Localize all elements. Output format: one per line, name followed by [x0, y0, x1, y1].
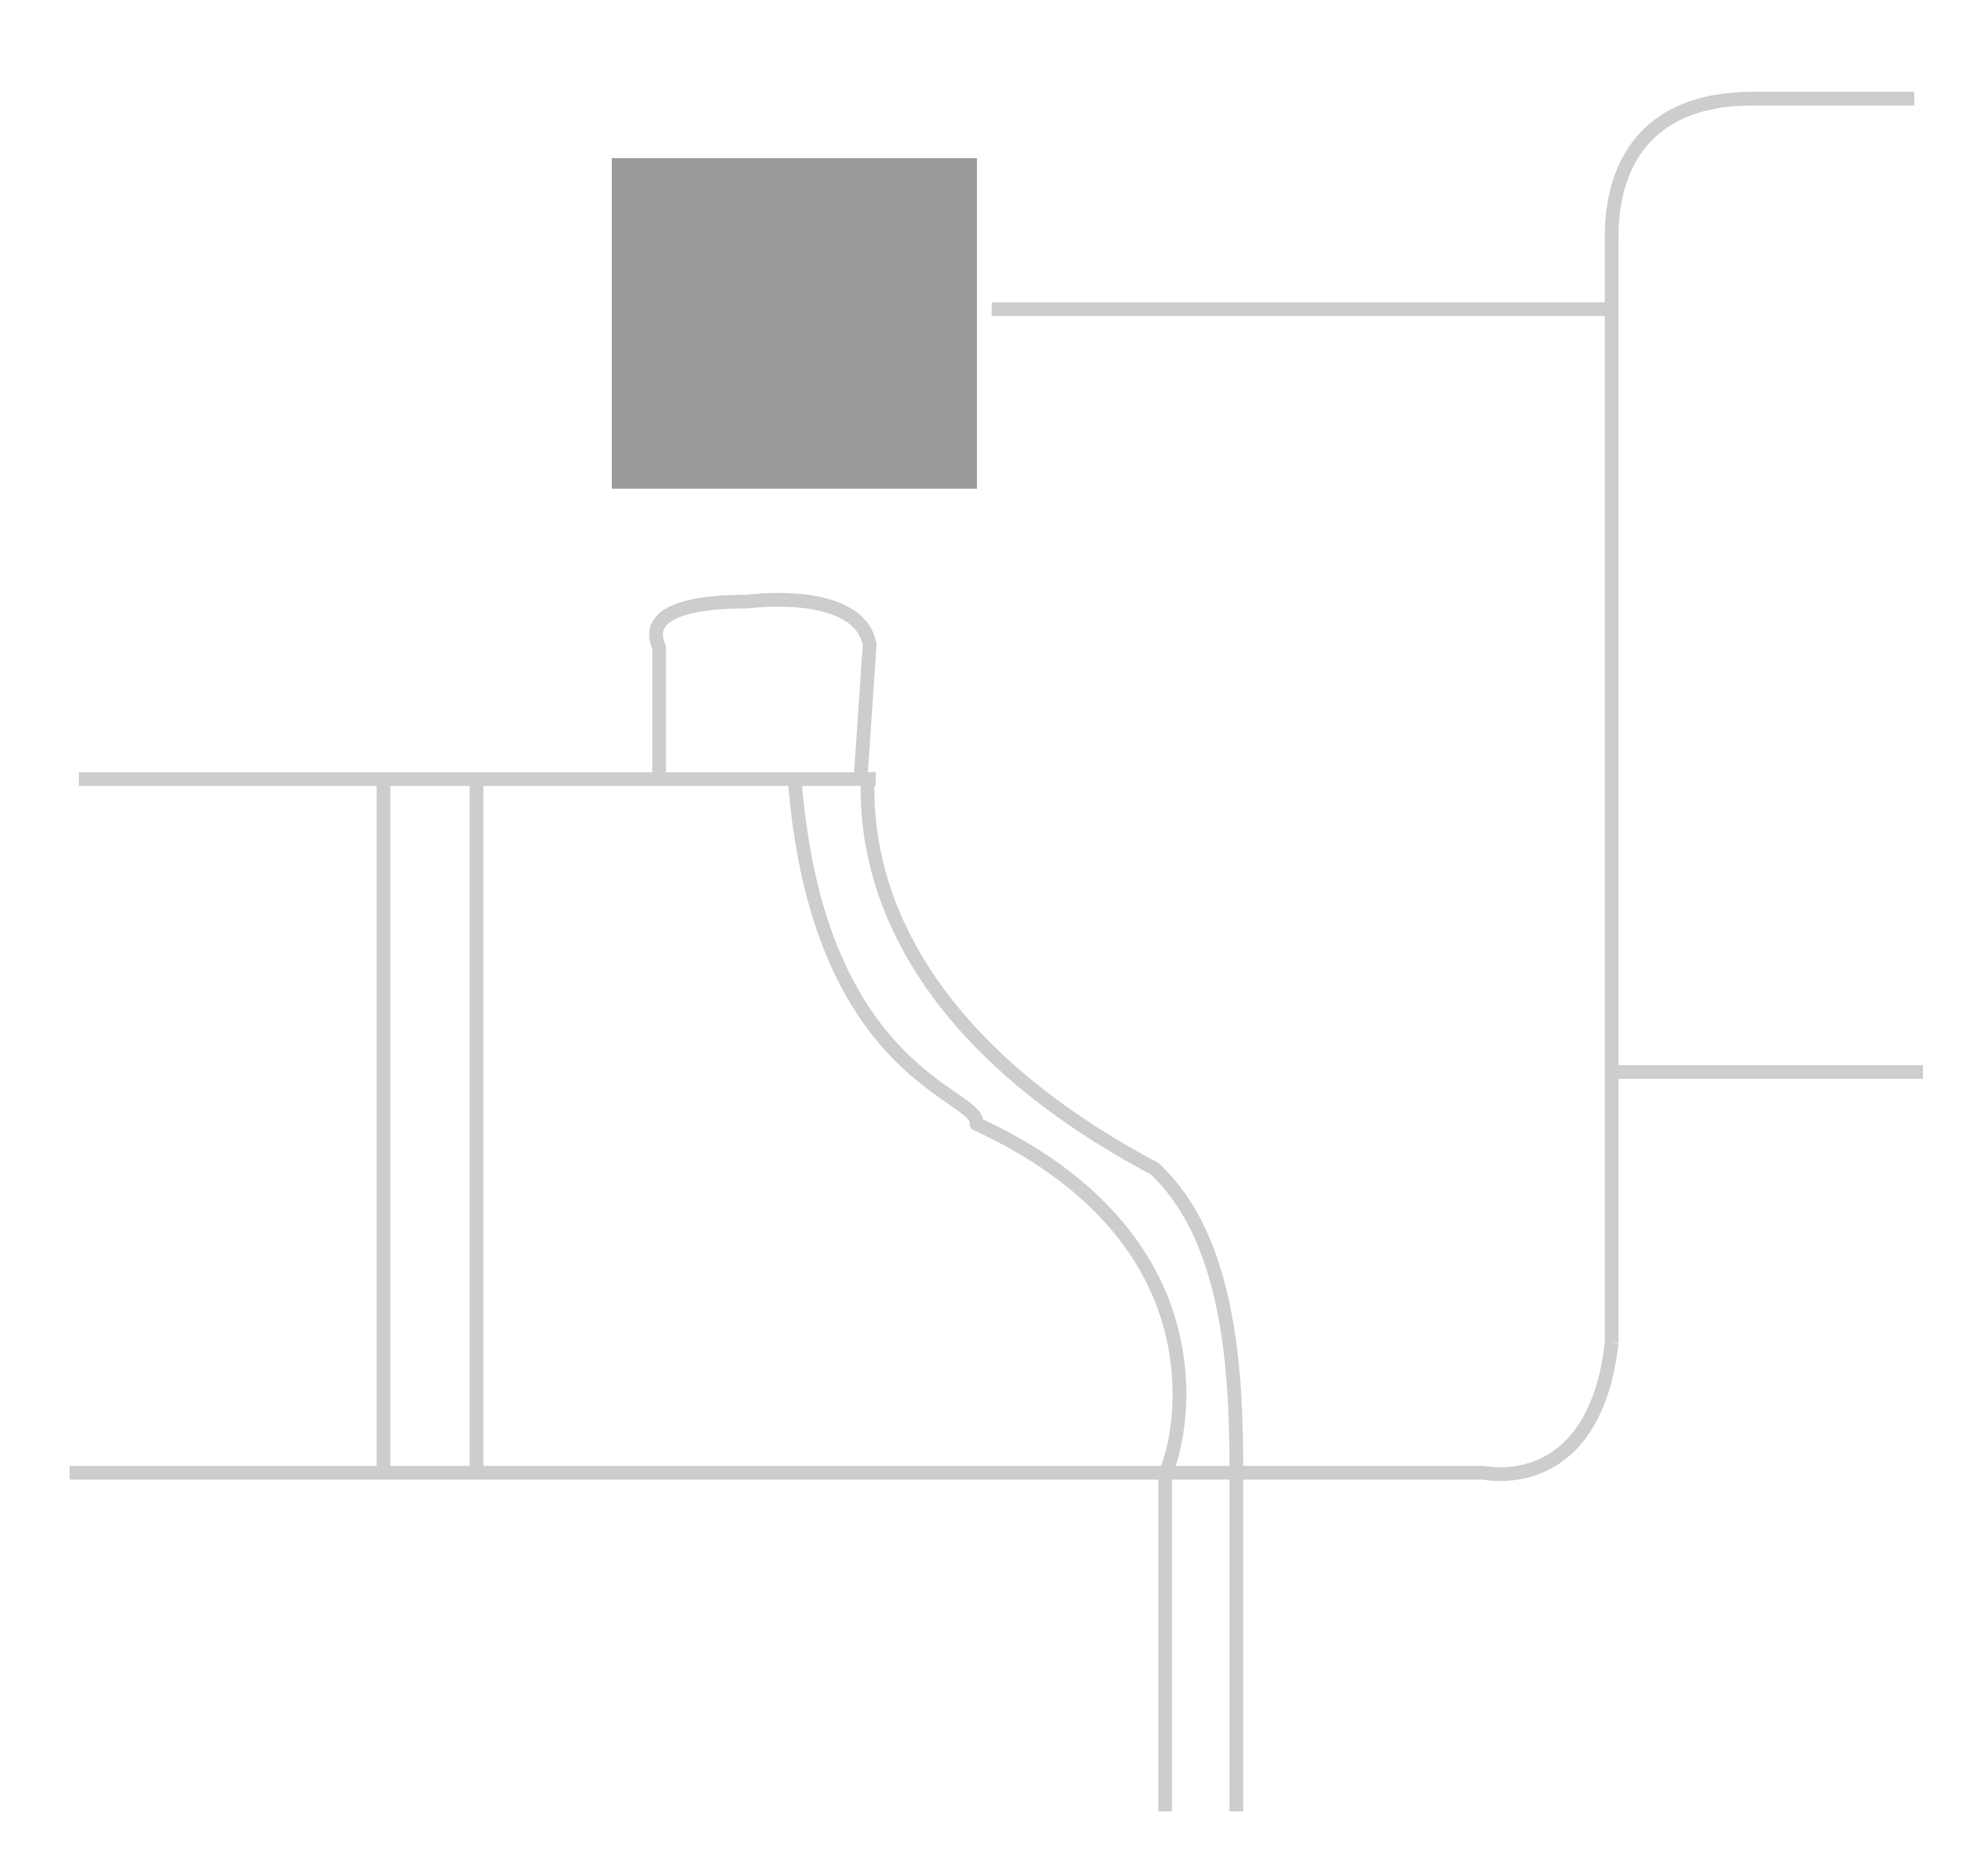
- road-right-vertical[interactable]: [1605, 92, 1914, 1343]
- road-lower-horizontal[interactable]: [70, 1342, 1619, 1481]
- road-loop[interactable]: [649, 593, 877, 780]
- road-curve-a[interactable]: [788, 781, 1186, 1477]
- building[interactable]: [612, 158, 977, 489]
- road-network: [70, 92, 1923, 1811]
- road-curve-b[interactable]: [861, 782, 1243, 1473]
